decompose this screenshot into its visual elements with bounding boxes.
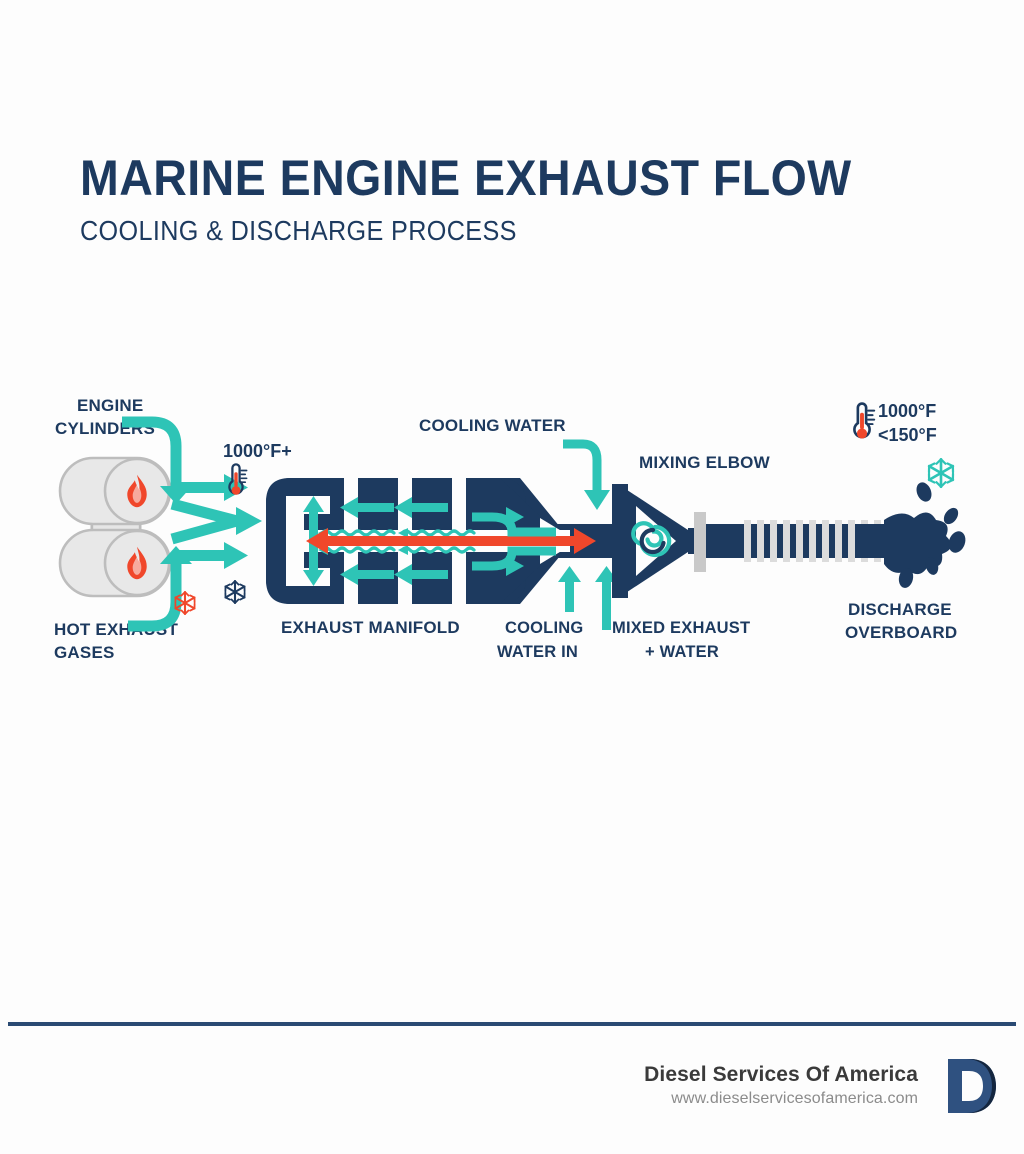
label-engine-cylinders-line1: ENGINE [77, 396, 143, 415]
label-discharge-line2: OVERBOARD [845, 623, 957, 642]
thermometer-icon [227, 462, 249, 497]
manifold-wave-lines [320, 529, 476, 554]
exhaust-flow-arrow [306, 528, 596, 554]
cooling-branch-arrowheads [506, 507, 524, 576]
label-cooling-water: COOLING WATER [419, 416, 566, 435]
footer: Diesel Services Of America www.dieselser… [644, 1055, 1002, 1117]
label-temp-inlet: 1000°F+ [223, 441, 292, 461]
label-discharge-line1: DISCHARGE [848, 600, 952, 619]
page-title: MARINE ENGINE EXHAUST FLOW [80, 150, 852, 206]
label-cooling-water-in-line2: WATER IN [497, 643, 578, 661]
label-exhaust-manifold: EXHAUST MANIFOLD [281, 618, 460, 637]
engine-cylinders [58, 456, 172, 598]
label-cooling-water-in-line1: COOLING [505, 619, 583, 637]
cylinder-top [58, 456, 172, 526]
snowflake-icon [224, 579, 246, 605]
label-mixed-exhaust-line1: MIXED EXHAUST [612, 619, 750, 637]
thermometer-icon [852, 401, 877, 441]
cooling-water-down-arrow [563, 439, 610, 510]
diagram-labels: ENGINE CYLINDERS HOT EXHAUST GASES 1000°… [54, 396, 957, 662]
website-url[interactable]: www.dieselservicesofamerica.com [671, 1090, 918, 1107]
discharge-splash [884, 482, 966, 588]
mixing-elbow [612, 484, 718, 598]
label-mixed-exhaust-line2: + WATER [645, 643, 719, 661]
diagram-stage: ENGINE CYLINDERS HOT EXHAUST GASES 1000°… [0, 380, 1024, 680]
exhaust-hose [706, 520, 898, 562]
swirl-icon [631, 521, 672, 558]
company-logo [948, 1059, 996, 1113]
label-mixing-elbow: MIXING ELBOW [639, 453, 771, 472]
header: MARINE ENGINE EXHAUST FLOW COOLING & DIS… [80, 150, 960, 248]
snowflake-icon [927, 457, 955, 489]
label-hot-exhaust-line2: GASES [54, 643, 115, 662]
manifold-cooling-arrows-upper [340, 497, 448, 518]
label-temp-cool: <150°F [878, 425, 937, 445]
cylinder-bottom [58, 528, 172, 598]
label-temp-hot: 1000°F [878, 401, 936, 421]
footer-text: Diesel Services Of America www.dieselser… [644, 1062, 918, 1110]
page-subtitle: COOLING & DISCHARGE PROCESS [80, 215, 517, 246]
manifold-cooling-arrows-lower [340, 564, 448, 585]
footer-divider [8, 1022, 1016, 1026]
brand-name: Diesel Services Of America [644, 1063, 918, 1086]
